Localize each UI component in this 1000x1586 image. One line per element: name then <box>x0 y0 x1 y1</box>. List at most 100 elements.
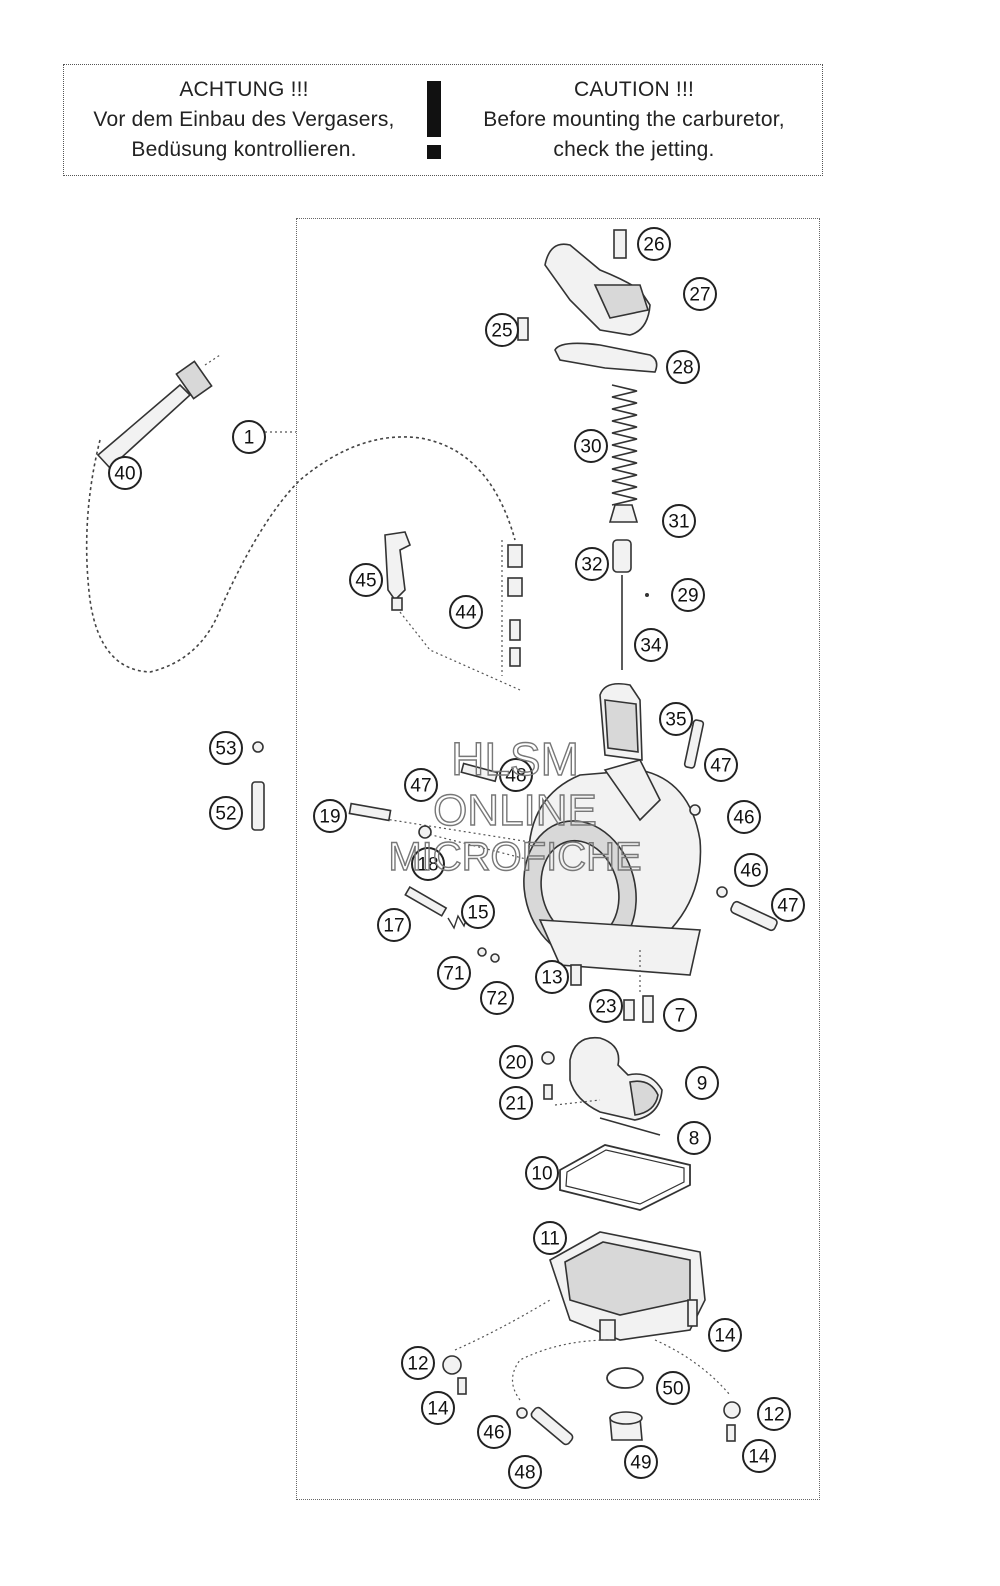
callout-label: 23 <box>595 997 616 1018</box>
callout-18: 18 <box>411 847 445 881</box>
callout-14: 14 <box>742 1439 776 1473</box>
callout-1: 1 <box>232 420 266 454</box>
callout-label: 7 <box>675 1006 686 1027</box>
callout-label: 31 <box>668 512 689 533</box>
callout-46: 46 <box>734 853 768 887</box>
callout-label: 49 <box>630 1453 651 1474</box>
callout-label: 34 <box>640 636 662 657</box>
callout-label: 72 <box>486 989 507 1010</box>
callout-label: 12 <box>407 1354 428 1375</box>
callout-label: 48 <box>505 766 526 787</box>
vent-parts-right <box>460 719 778 932</box>
callout-label: 44 <box>455 603 477 624</box>
warning-german-line1: Vor dem Einbau des Vergasers, <box>93 108 395 131</box>
callout-72: 72 <box>480 981 514 1015</box>
jet-needle-parts <box>608 504 649 670</box>
watermark: HLSM ONLINE MICROFICHE <box>388 732 643 879</box>
callout-label: 11 <box>540 1229 560 1250</box>
callout-7: 7 <box>663 998 697 1032</box>
callout-30: 30 <box>574 429 608 463</box>
warning-german-line2: Bedüsung kontrollieren. <box>131 138 357 161</box>
callout-28: 28 <box>666 350 700 384</box>
callout-label: 14 <box>427 1399 449 1420</box>
callout-46: 46 <box>477 1415 511 1449</box>
callout-label: 28 <box>672 358 693 379</box>
watermark-line3: MICROFICHE <box>388 835 641 879</box>
callout-label: 17 <box>383 916 404 937</box>
callout-label: 53 <box>215 739 236 760</box>
callout-47: 47 <box>771 888 805 922</box>
exclamation-icon <box>427 81 441 159</box>
callout-label: 25 <box>491 321 512 342</box>
callout-label: 71 <box>443 964 464 985</box>
carburetor-top-cover <box>517 229 658 373</box>
callout-label: 13 <box>541 968 562 989</box>
callout-label: 45 <box>355 571 376 592</box>
callout-9: 9 <box>685 1066 719 1100</box>
carburetor-body <box>359 759 702 976</box>
callout-25: 25 <box>485 313 519 347</box>
caution-notice: ACHTUNG !!! Vor dem Einbau des Vergasers… <box>63 64 823 176</box>
callout-34: 34 <box>634 628 668 662</box>
callout-12: 12 <box>401 1346 435 1380</box>
callout-27: 27 <box>683 277 717 311</box>
float-assembly <box>541 1036 663 1136</box>
warning-english-line1: Before mounting the carburetor, <box>483 108 785 131</box>
callout-label: 47 <box>410 776 431 797</box>
callout-47: 47 <box>404 768 438 802</box>
callout-label: 1 <box>244 428 255 449</box>
watermark-line2: ONLINE <box>433 786 597 835</box>
callout-46: 46 <box>727 800 761 834</box>
callout-32: 32 <box>575 547 609 581</box>
callout-11: 11 <box>533 1221 567 1255</box>
callout-71: 71 <box>437 956 471 990</box>
callout-14: 14 <box>708 1318 742 1352</box>
callout-label: 48 <box>514 1463 535 1484</box>
callout-label: 12 <box>763 1405 784 1426</box>
callout-label: 14 <box>748 1447 770 1468</box>
carburetor-assembly-frame <box>296 218 820 1500</box>
callout-label: 26 <box>643 235 664 256</box>
callout-52: 52 <box>209 796 243 830</box>
callout-label: 29 <box>677 586 698 607</box>
callout-48: 48 <box>499 758 533 792</box>
callout-label: 10 <box>531 1164 552 1185</box>
callout-label: 20 <box>505 1053 526 1074</box>
callout-40: 40 <box>108 456 142 490</box>
warning-english-line2: check the jetting. <box>553 138 715 161</box>
callout-20: 20 <box>499 1045 533 1079</box>
callout-label: 15 <box>467 903 488 924</box>
callout-label: 27 <box>689 285 710 306</box>
callout-label: 46 <box>733 808 754 829</box>
callout-14: 14 <box>421 1391 455 1425</box>
part-callouts: 26 27 25 28 1 30 40 31 32 29 45 44 34 35 53 47 48 47 52 19 4… <box>108 227 805 1489</box>
callout-44: 44 <box>449 595 483 629</box>
callout-label: 47 <box>777 896 798 917</box>
warning-english: CAUTION !!! Before mounting the carburet… <box>444 75 824 165</box>
callout-label: 46 <box>740 861 761 882</box>
callout-label: 32 <box>581 555 602 576</box>
callout-50: 50 <box>656 1371 690 1405</box>
idle-screw-parts <box>251 741 265 831</box>
callout-label: 9 <box>697 1074 708 1095</box>
throttle-cable <box>85 354 516 673</box>
watermark-line1: HLSM <box>451 733 579 785</box>
callout-label: 14 <box>714 1326 736 1347</box>
float-bowl-gasket <box>559 1144 691 1211</box>
callout-15: 15 <box>461 895 495 929</box>
callout-21: 21 <box>499 1086 533 1120</box>
starter-plunger <box>384 531 523 691</box>
callout-label: 35 <box>665 710 686 731</box>
throttle-slide-spring <box>611 384 638 506</box>
jets <box>570 950 654 1023</box>
callout-label: 52 <box>215 804 236 825</box>
callout-13: 13 <box>535 960 569 994</box>
warning-german-title: ACHTUNG !!! <box>179 78 309 101</box>
throttle-slide <box>599 682 643 761</box>
callout-label: 8 <box>689 1129 700 1150</box>
callout-8: 8 <box>677 1121 711 1155</box>
callout-label: 18 <box>417 855 438 876</box>
callout-label: 19 <box>319 807 340 828</box>
callout-31: 31 <box>662 504 696 538</box>
